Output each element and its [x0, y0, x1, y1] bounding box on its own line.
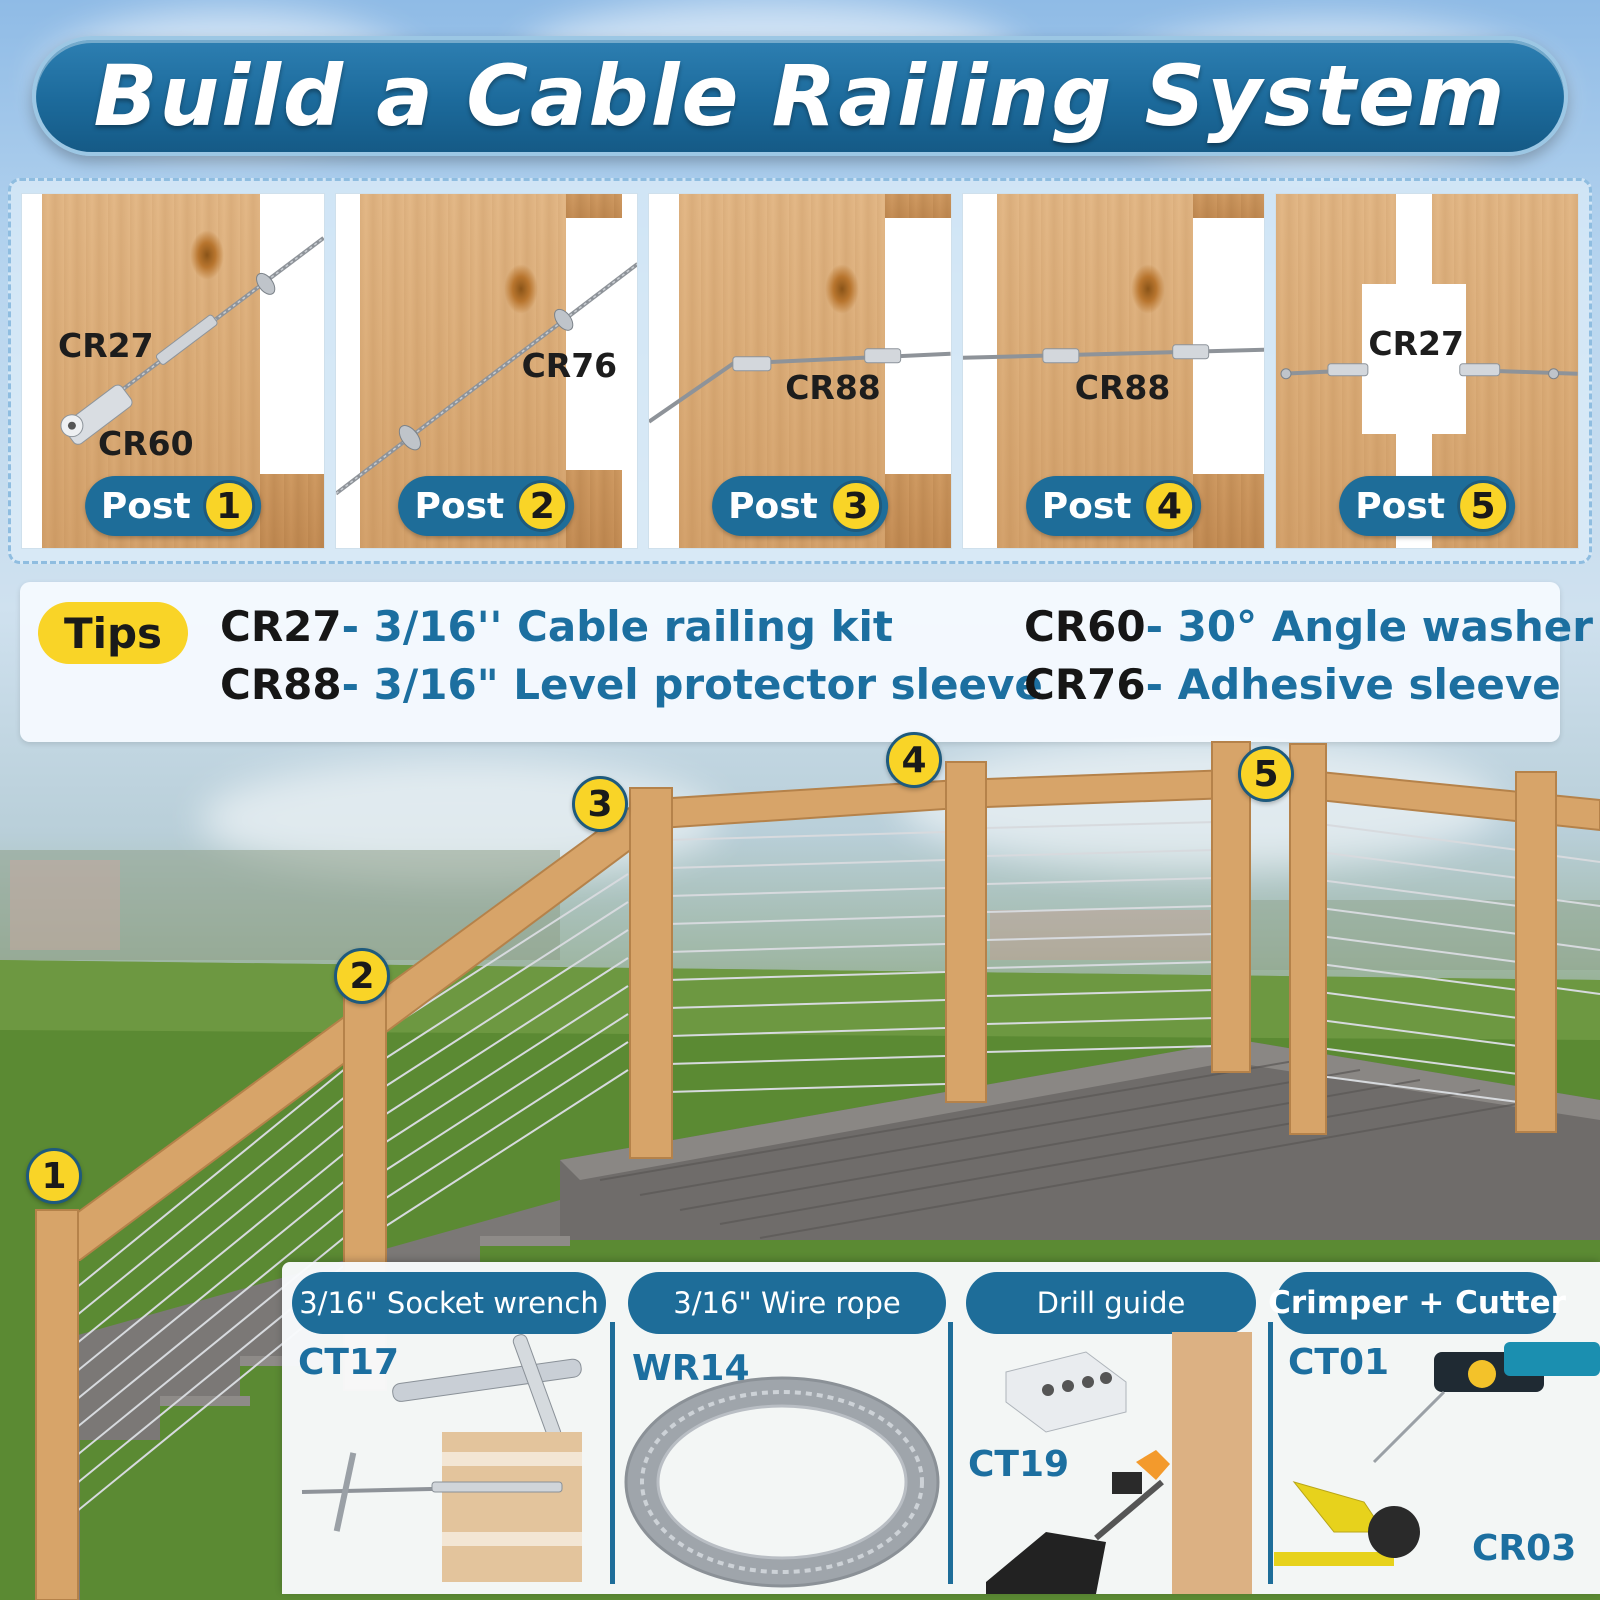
wood-rail: [1192, 474, 1265, 548]
post-panel-1: CR27 CR60 Post 1: [21, 193, 325, 549]
tip-item: CR88- 3/16" Level protector sleeve: [220, 660, 1043, 709]
tip-code: CR76: [1024, 660, 1146, 709]
post-pill-label: Post: [728, 485, 818, 527]
tool-code: WR14: [632, 1348, 750, 1389]
post-pill-2: Post 2: [398, 476, 575, 536]
tool-divider: [1268, 1322, 1273, 1584]
part-label-cr88: CR88: [785, 368, 881, 407]
post-panels-strip: CR27 CR60 Post 1 CR76 Post 2: [8, 178, 1592, 564]
tip-code: CR27: [220, 602, 342, 651]
scene-marker-2: 2: [334, 948, 390, 1004]
tool-code-cutter: CR03: [1472, 1528, 1577, 1569]
scene-marker-5: 5: [1238, 746, 1294, 802]
tips-box: Tips CR27- 3/16'' Cable railing kit CR88…: [20, 582, 1593, 742]
scene-marker-3: 3: [572, 776, 628, 832]
cable-diagram: [1280, 363, 1578, 380]
post-pill-3: Post 3: [712, 476, 888, 536]
tool-header: 3/16" Wire rope: [628, 1272, 946, 1334]
crimper-cutter-icon: [1274, 1342, 1600, 1566]
tip-desc: - 30° Angle washer: [1145, 602, 1593, 651]
tool-crimper-cutter: Crimper + Cutter CT01 CR03: [1268, 1262, 1600, 1594]
post-number-badge: 2: [516, 480, 569, 532]
tools-box: 3/16" Socket wrench CT17 3/16" Wire rope…: [282, 1262, 1600, 1594]
tip-desc: - 3/16'' Cable railing kit: [341, 602, 893, 651]
tool-wire-rope: 3/16" Wire rope WR14: [622, 1262, 952, 1594]
post-panel-3: CR88 Post 3: [648, 193, 952, 549]
post-number-badge: 3: [829, 480, 882, 532]
tool-divider: [610, 1322, 615, 1584]
tip-code: CR88: [220, 660, 342, 709]
tool-header: Drill guide: [966, 1272, 1256, 1334]
cable-diagram: [60, 236, 324, 445]
post-number-badge: 5: [1457, 480, 1510, 532]
wood-rail: [260, 474, 324, 548]
tip-code: CR60: [1024, 602, 1146, 651]
post-pill-label: Post: [1041, 485, 1132, 527]
wood-knot: [190, 230, 224, 280]
tool-socket-wrench: 3/16" Socket wrench CT17: [282, 1262, 618, 1594]
title-banner: Build a Cable Railing System: [32, 36, 1568, 156]
tip-item: CR60- 30° Angle washer: [1024, 602, 1593, 651]
post-panel-4: CR88 Post 4: [961, 193, 1266, 549]
cable-diagram: [649, 348, 951, 424]
scene-marker-1: 1: [26, 1148, 82, 1204]
tool-code: CT19: [968, 1444, 1070, 1485]
drill-guide-icon: [986, 1332, 1252, 1594]
post-pill-label: Post: [100, 485, 191, 527]
page-title: Build a Cable Railing System: [93, 47, 1507, 145]
part-label-cr27: CR27: [58, 326, 154, 365]
tips-badge: Tips: [38, 602, 188, 664]
cable-diagram: [335, 262, 638, 496]
tool-header: Crimper + Cutter: [1268, 1272, 1566, 1334]
part-label-cr27: CR27: [1368, 324, 1464, 363]
tool-divider: [948, 1322, 953, 1584]
wood-rail: [565, 470, 622, 548]
wire-rope-coil-icon: [624, 1376, 940, 1588]
tool-code: CT01: [1288, 1342, 1390, 1383]
part-label-cr60: CR60: [98, 424, 194, 463]
tool-drill-guide: Drill guide CT19: [956, 1262, 1266, 1594]
scene-marker-4: 4: [886, 732, 942, 788]
tool-code: CT17: [298, 1342, 400, 1383]
tip-item: CR76- Adhesive sleeve: [1024, 660, 1561, 709]
post-number-badge: 4: [1143, 480, 1196, 532]
wood-rail: [885, 474, 951, 548]
wood-knot: [825, 264, 860, 314]
tip-item: CR27- 3/16'' Cable railing kit: [220, 602, 893, 651]
cable-diagram: [962, 344, 1265, 364]
wood-knot: [1130, 264, 1165, 314]
part-label-cr88: CR88: [1074, 368, 1171, 407]
post-pill-4: Post 4: [1025, 476, 1202, 536]
post-pill-1: Post 1: [84, 476, 261, 536]
wood-rail: [1192, 194, 1265, 218]
wood-rail: [885, 194, 951, 218]
post-pill-5: Post 5: [1339, 476, 1516, 536]
tool-header: 3/16" Socket wrench: [292, 1272, 606, 1334]
wood-rail: [565, 194, 622, 218]
socket-wrench-icon: [301, 1334, 582, 1582]
post-number-badge: 1: [202, 480, 255, 532]
wood-knot: [503, 264, 538, 314]
part-label-cr76: CR76: [521, 346, 618, 385]
post-pill-label: Post: [1355, 485, 1446, 527]
post-panel-2: CR76 Post 2: [334, 193, 639, 549]
post-panel-5: CR27 Post 5: [1275, 193, 1579, 549]
post-pill-label: Post: [414, 485, 505, 527]
tip-desc: - Adhesive sleeve: [1145, 660, 1561, 709]
tip-desc: - 3/16" Level protector sleeve: [341, 660, 1043, 709]
